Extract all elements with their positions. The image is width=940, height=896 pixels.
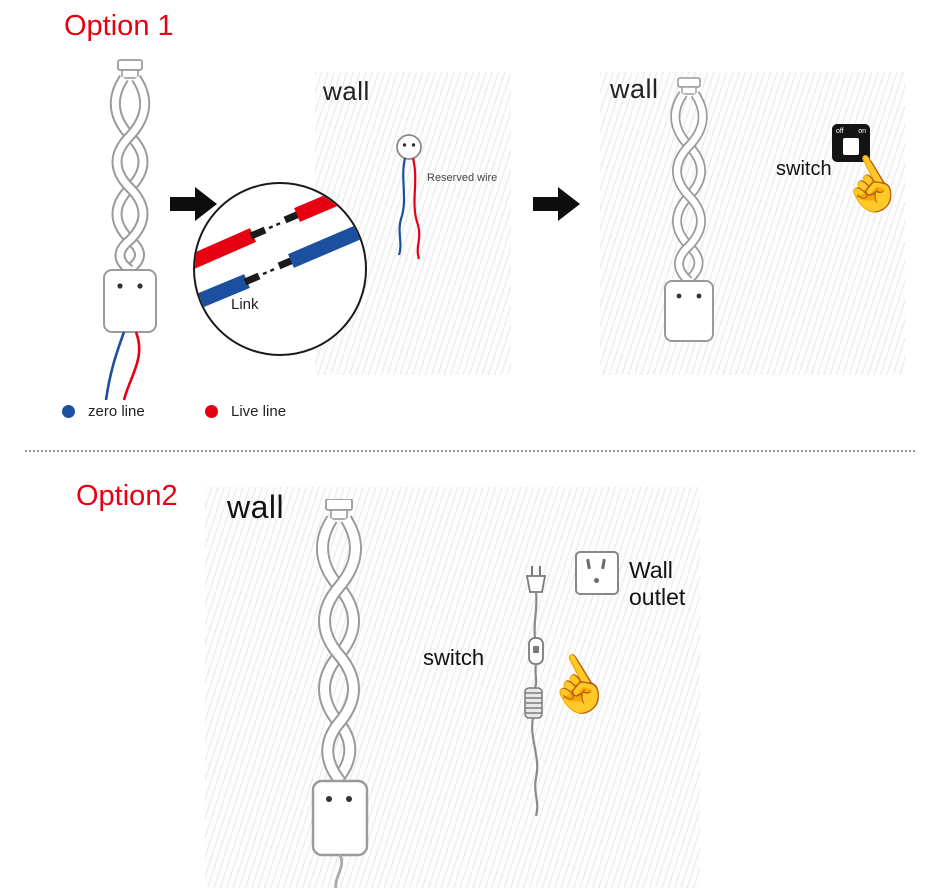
- plug-icon: [525, 575, 547, 593]
- cord-connector-box: [311, 779, 369, 857]
- lamp-cord-tail: [334, 854, 344, 888]
- section-divider: [25, 450, 915, 452]
- legend-live-line: Live line: [205, 403, 286, 420]
- switch-label: switch: [423, 645, 485, 670]
- pendant-cord-drawing: [311, 499, 369, 888]
- reserved-wire-label: Reserved wire: [427, 172, 498, 184]
- wall-switch-icon[interactable]: off on: [832, 124, 870, 162]
- switch-label: switch: [776, 158, 832, 180]
- live-line-label: Live line: [231, 403, 287, 420]
- wall-label: wall: [323, 76, 370, 106]
- zero-line-dot-icon: [62, 405, 75, 418]
- link-inset-circle: Link: [193, 182, 367, 356]
- option1-title: Option 1: [64, 10, 174, 42]
- pendant-cord-drawing: [664, 77, 714, 342]
- switch-rocker: [843, 138, 859, 155]
- plug-prongs: [531, 566, 541, 576]
- wall-panel-installed: wall off on switch ☝: [600, 72, 913, 375]
- cord-top-cap: [117, 59, 143, 71]
- link-label: Link: [231, 296, 259, 313]
- wall-outlet-label: Wall outlet: [629, 557, 686, 610]
- twisted-wires: [316, 515, 362, 786]
- wall-label: wall: [227, 489, 285, 525]
- twisted-wires: [670, 91, 708, 285]
- reserved-live-wire: [411, 157, 421, 260]
- cord-connector-box: [664, 280, 714, 342]
- twisted-wires: [109, 74, 151, 275]
- cord-connector-box: [103, 269, 157, 333]
- live-line-dot-icon: [205, 405, 218, 418]
- legend-zero-line: zero line: [62, 403, 145, 420]
- plug-cord-drawing: [524, 566, 547, 817]
- ceiling-junction-drawing: [396, 134, 422, 260]
- live-wire: [122, 331, 141, 401]
- wall-panel-option2: wall Wall outlet: [205, 487, 700, 888]
- wall-outlet-icon: [575, 551, 619, 595]
- switch-off-text: off: [836, 128, 844, 135]
- option2-title: Option2: [76, 480, 178, 512]
- junction-hole: [396, 134, 422, 160]
- reserved-zero-wire: [397, 157, 407, 256]
- arrow-right-icon: [170, 187, 217, 221]
- wire-link-drawing: [195, 184, 365, 311]
- pendant-cord-drawing: [103, 59, 157, 401]
- switch-on-text: on: [858, 128, 866, 135]
- zero-line-label: zero line: [88, 403, 145, 420]
- wall-label: wall: [610, 74, 659, 104]
- live-wire-segment: [195, 228, 257, 269]
- arrow-right-icon: [533, 187, 580, 221]
- zero-wire: [104, 331, 126, 401]
